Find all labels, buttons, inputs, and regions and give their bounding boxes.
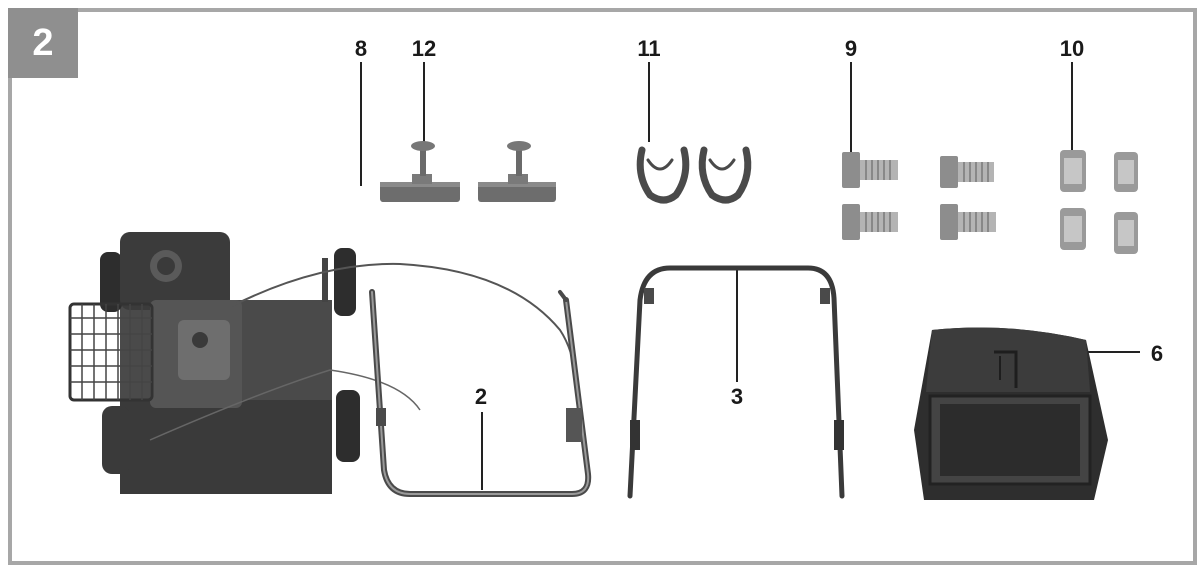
callout-12: 12	[411, 36, 437, 61]
callout-11: 11	[637, 36, 661, 61]
callout-3: 3	[730, 384, 744, 409]
scarifier-body	[68, 232, 580, 494]
figure-number-badge: 2	[8, 8, 78, 78]
knob-right	[478, 141, 556, 202]
cable-clip-pair	[636, 146, 752, 204]
callout-9: 9	[844, 36, 858, 61]
lower-handle	[369, 289, 592, 497]
hex-bolt	[940, 156, 994, 188]
callout-6: 6	[1150, 341, 1164, 366]
callout-8: 8	[354, 36, 368, 61]
cable-clip-right	[698, 146, 752, 204]
callout-10: 10	[1059, 36, 1085, 61]
lock-nut	[1114, 152, 1138, 192]
cable-clip-left	[636, 146, 690, 204]
hex-bolt-set	[842, 152, 996, 240]
hex-bolt	[842, 152, 898, 188]
lock-nut-set	[1060, 150, 1138, 254]
lock-nut	[1114, 212, 1138, 254]
hex-bolt	[842, 204, 898, 240]
lock-nut	[1060, 150, 1086, 192]
grass-catcher	[914, 327, 1108, 500]
figure-frame	[8, 8, 1197, 565]
upper-handle	[627, 265, 845, 499]
knob-bolt-pair	[380, 141, 556, 202]
callout-2: 2	[474, 384, 488, 409]
hex-bolt	[940, 204, 996, 240]
lock-nut	[1060, 208, 1086, 250]
knob-left	[380, 141, 460, 202]
